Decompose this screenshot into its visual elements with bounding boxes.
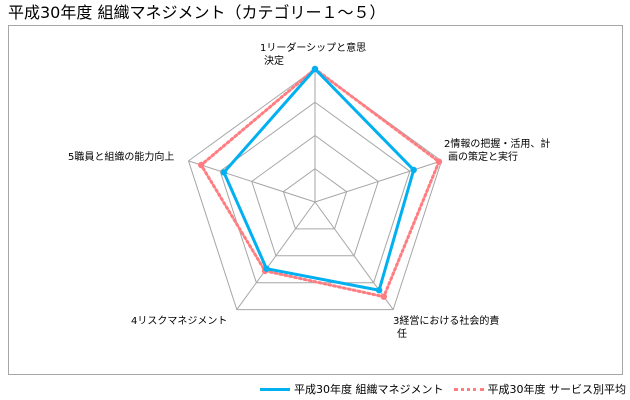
legend-item-series-0: 平成30年度 組織マネジメント [260,381,444,397]
series-0-point-2 [410,166,417,174]
legend: 平成30年度 組織マネジメント 平成30年度 サービス別平均 [260,381,626,397]
grid-ring-4 [187,68,443,311]
axis-label-5: 5職員と組織の能力向上 [68,150,174,163]
axis-label-2: 2情報の把握・活用、計画の策定と実行 [444,137,550,163]
radar-chart: 1リーダーシップと意思決定 2情報の把握・活用、計画の策定と実行 3経営における社会… [68,41,550,340]
series-line-1 [199,67,441,299]
chart-title: 平成30年度 組織マネジメント（カテゴリー１～５） [8,3,386,22]
plot-area [8,25,623,375]
legend-label-series-1: 平成30年度 サービス別平均 [487,383,627,396]
series-line-0 [222,67,416,292]
radar-series [197,65,443,300]
series-0-point-1 [311,65,319,73]
grid-ring-1 [282,168,348,230]
grid-spoke-2 [314,160,442,203]
grid-ring-2 [251,134,379,257]
axis-label-4: 4リスクマネジメント [131,315,227,327]
legend-swatch-series-1 [453,387,484,391]
axis-label-3: 3経営における社会的責任 [393,314,499,340]
axis-label-1: 1リーダーシップと意思決定 [260,41,366,67]
series-1-point-2 [435,158,443,165]
axis-labels: 1リーダーシップと意思決定 2情報の把握・活用、計画の策定と実行 3経営における社会… [68,41,550,340]
grid-spoke-4 [236,201,316,310]
legend-item-series-1: 平成30年度 サービス別平均 [453,381,627,397]
grid-spoke-5 [188,160,316,203]
legend-swatch-series-0 [260,387,290,391]
series-1-point-5 [197,161,205,169]
legend-label-series-0: 平成30年度 組織マネジメント [294,383,444,396]
series-0-point-5 [220,169,228,176]
series-0-point-4 [263,265,270,272]
series-1-point-3 [380,293,387,300]
radar-grid [187,68,443,311]
series-0-point-3 [375,287,383,294]
